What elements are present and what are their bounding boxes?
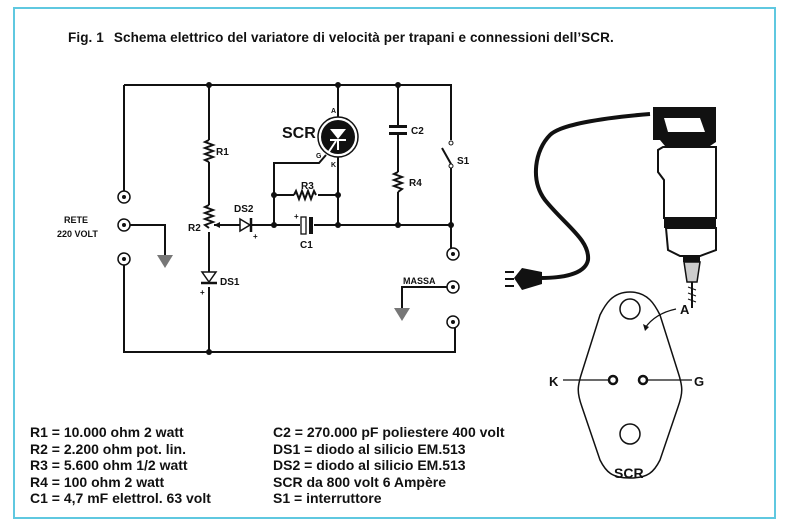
diode-ds2-icon [239,217,253,233]
switch-s1-icon [441,140,454,169]
drill-illustration [505,107,717,308]
label-ds1: DS1 [220,277,240,288]
terminal-out-1 [446,247,460,261]
parts-list-item: R3 = 5.600 ohm 1/2 watt [30,457,188,473]
scr-symbol-icon [317,116,359,158]
junction-dots [206,82,454,355]
label-scr: SCR [282,125,316,142]
label-scr-anode: A [331,108,336,115]
polarity-ds1: + [200,288,205,297]
parts-list-item: R2 = 2.200 ohm pot. lin. [30,440,186,457]
parts-list-item: R1 = 10.000 ohm 2 watt [30,424,184,440]
mounting-hole-bottom [619,423,641,445]
junction-dot [335,222,341,228]
parts-list-left: R1 = 10.000 ohm 2 watt R2 = 2.200 ohm po… [30,424,211,507]
parts-list-right: C2 = 270.000 pF poliestere 400 volt DS1 … [273,424,505,507]
potentiometer-r2-icon [202,204,216,229]
label-r4: R4 [409,178,422,189]
junction-dot [206,82,212,88]
junction-dot [271,192,277,198]
label-scr-cathode: K [331,162,336,169]
label-scr-gate: G [316,153,322,160]
terminal-out-3 [446,315,460,329]
parts-list-item: DS1 = diodo al silicio EM.513 [273,440,466,457]
scr-pin-g-label: G [694,374,704,389]
terminal-out-massa [446,280,460,294]
ground-icon [394,308,410,321]
resistor-r4-icon [391,171,405,193]
polarity-ds2: + [253,232,258,241]
figure-title: Schema elettrico del variatore di veloci… [113,30,614,45]
junction-dot [395,82,401,88]
wire-gate [273,154,327,225]
junction-dot [395,222,401,228]
wire-rete-ground [130,224,166,255]
scr-pin-k-label: K [549,374,559,389]
parts-list-item: R4 = 100 ohm 2 watt [30,473,165,490]
wire-massa [401,286,447,308]
junction-dot [271,222,277,228]
junction-dot [335,192,341,198]
wire-top-rail [124,84,452,140]
parts-list-item: C2 = 270.000 pF poliestere 400 volt [273,424,505,440]
terminal-rete-1 [117,190,131,204]
ground-icon [157,255,173,268]
terminals [117,190,460,329]
label-c2: C2 [411,126,424,137]
capacitor-c1-icon [300,216,313,235]
rete-voltage-label: 220 VOLT [57,229,98,239]
massa-label: MASSA [403,276,436,286]
label-ds2: DS2 [234,204,254,215]
resistor-r1-icon [202,139,216,163]
parts-list-item: SCR da 800 volt 6 Ampère [273,473,446,490]
junction-dot [206,349,212,355]
terminal-rete-2 [117,218,131,232]
label-r1: R1 [216,147,229,158]
figure-caption: Fig. 1 Schema elettrico del variatore di … [68,30,614,45]
capacitor-c2-icon [389,125,407,135]
scr-pin-a-label: A [680,302,690,317]
label-c1: C1 [300,240,313,251]
scr-package: A K G SCR [549,291,704,481]
polarity-c1: + [294,212,299,221]
terminal-rete-3 [117,252,131,266]
label-r2: R2 [188,223,201,234]
junction-dot [448,222,454,228]
junction-dot [335,82,341,88]
parts-list-item: DS2 = diodo al silicio EM.513 [273,457,466,473]
pin-gate [637,374,649,386]
wires [123,84,456,353]
anode-leader-line [644,308,677,329]
scr-package-label: SCR [614,465,644,481]
scr-package-outline [577,291,683,479]
parts-list-item: S1 = interruttore [273,490,382,506]
drill-body-icon [653,107,717,308]
anode-arrow-icon [643,324,649,331]
label-r3: R3 [301,181,314,192]
wiper-arrow-icon [214,222,220,228]
label-s1: S1 [457,156,470,167]
rete-label: RETE [64,215,88,225]
plug-icon [505,268,542,290]
power-cord [533,112,651,280]
diode-ds1-icon [200,271,218,285]
figure-frame [13,7,776,519]
pin-cathode [607,374,619,386]
resistor-r3-icon [293,188,317,202]
figure-number: Fig. 1 [68,30,104,45]
mounting-hole-top [619,298,641,320]
parts-list-item: C1 = 4,7 mF elettrol. 63 volt [30,490,211,506]
wire-bottom-rail [123,258,456,353]
